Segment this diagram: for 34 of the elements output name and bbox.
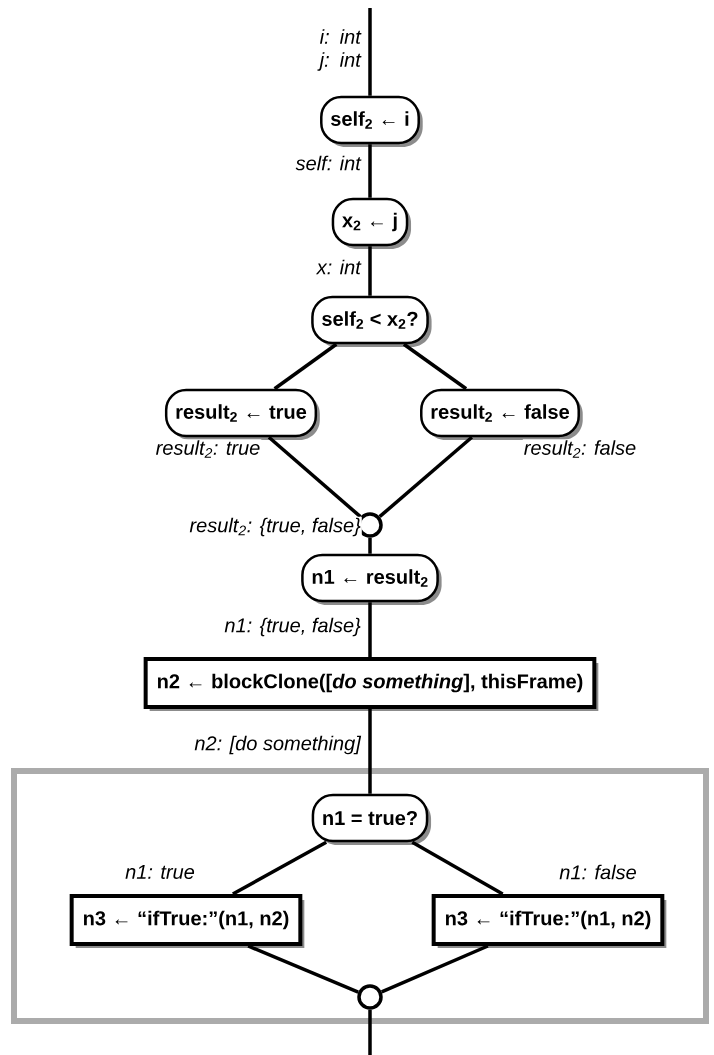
- connector-line: [273, 342, 338, 391]
- connector-line: [368, 537, 372, 554]
- process-pill: x$_{2}$ ← j: [331, 197, 412, 249]
- connector-line: [368, 709, 372, 794]
- connector-line: [368, 144, 372, 198]
- edge-label: result$_{2}$: true: [154, 439, 262, 459]
- edge-label: n1: true: [124, 864, 196, 880]
- connector-line: [378, 435, 473, 518]
- connector-line: [267, 435, 362, 518]
- connector-line: [381, 944, 489, 994]
- connector-line: [368, 8, 372, 96]
- connector-line: [368, 246, 372, 296]
- edge-label: x: int: [315, 258, 362, 276]
- edge-label: n2: [do something]: [193, 734, 362, 756]
- process-pill: self$_{2}$ < x$_{2}$?: [311, 295, 432, 347]
- connector-line: [402, 342, 468, 391]
- process-pill: self$_{2}$ ← i: [320, 95, 423, 147]
- merge-circle: [357, 984, 383, 1010]
- process-pill: n1 = true?: [311, 793, 432, 845]
- connector-line: [232, 840, 328, 896]
- process-box: n3 ← “ifTrue:”(n1, n2): [431, 894, 667, 948]
- edge-label: i: int j: int: [303, 28, 362, 72]
- connector-line: [247, 944, 359, 994]
- connector-line: [411, 840, 504, 896]
- connector-line: [368, 1009, 372, 1055]
- process-pill: n1 ← result$_{2}$: [301, 553, 442, 605]
- edge-label: result$_{2}$: false: [522, 439, 638, 459]
- process-box: n3 ← “ifTrue:”(n1, n2): [69, 894, 305, 948]
- edge-label: n1: false: [558, 863, 638, 881]
- group-frame: [11, 768, 709, 1024]
- edge-label: self: int: [294, 154, 362, 172]
- edge-label: n1: {true, false}: [223, 616, 362, 638]
- process-box: n2 ← blockClone([do something], thisFrame): [143, 657, 599, 711]
- connector-line: [368, 602, 372, 657]
